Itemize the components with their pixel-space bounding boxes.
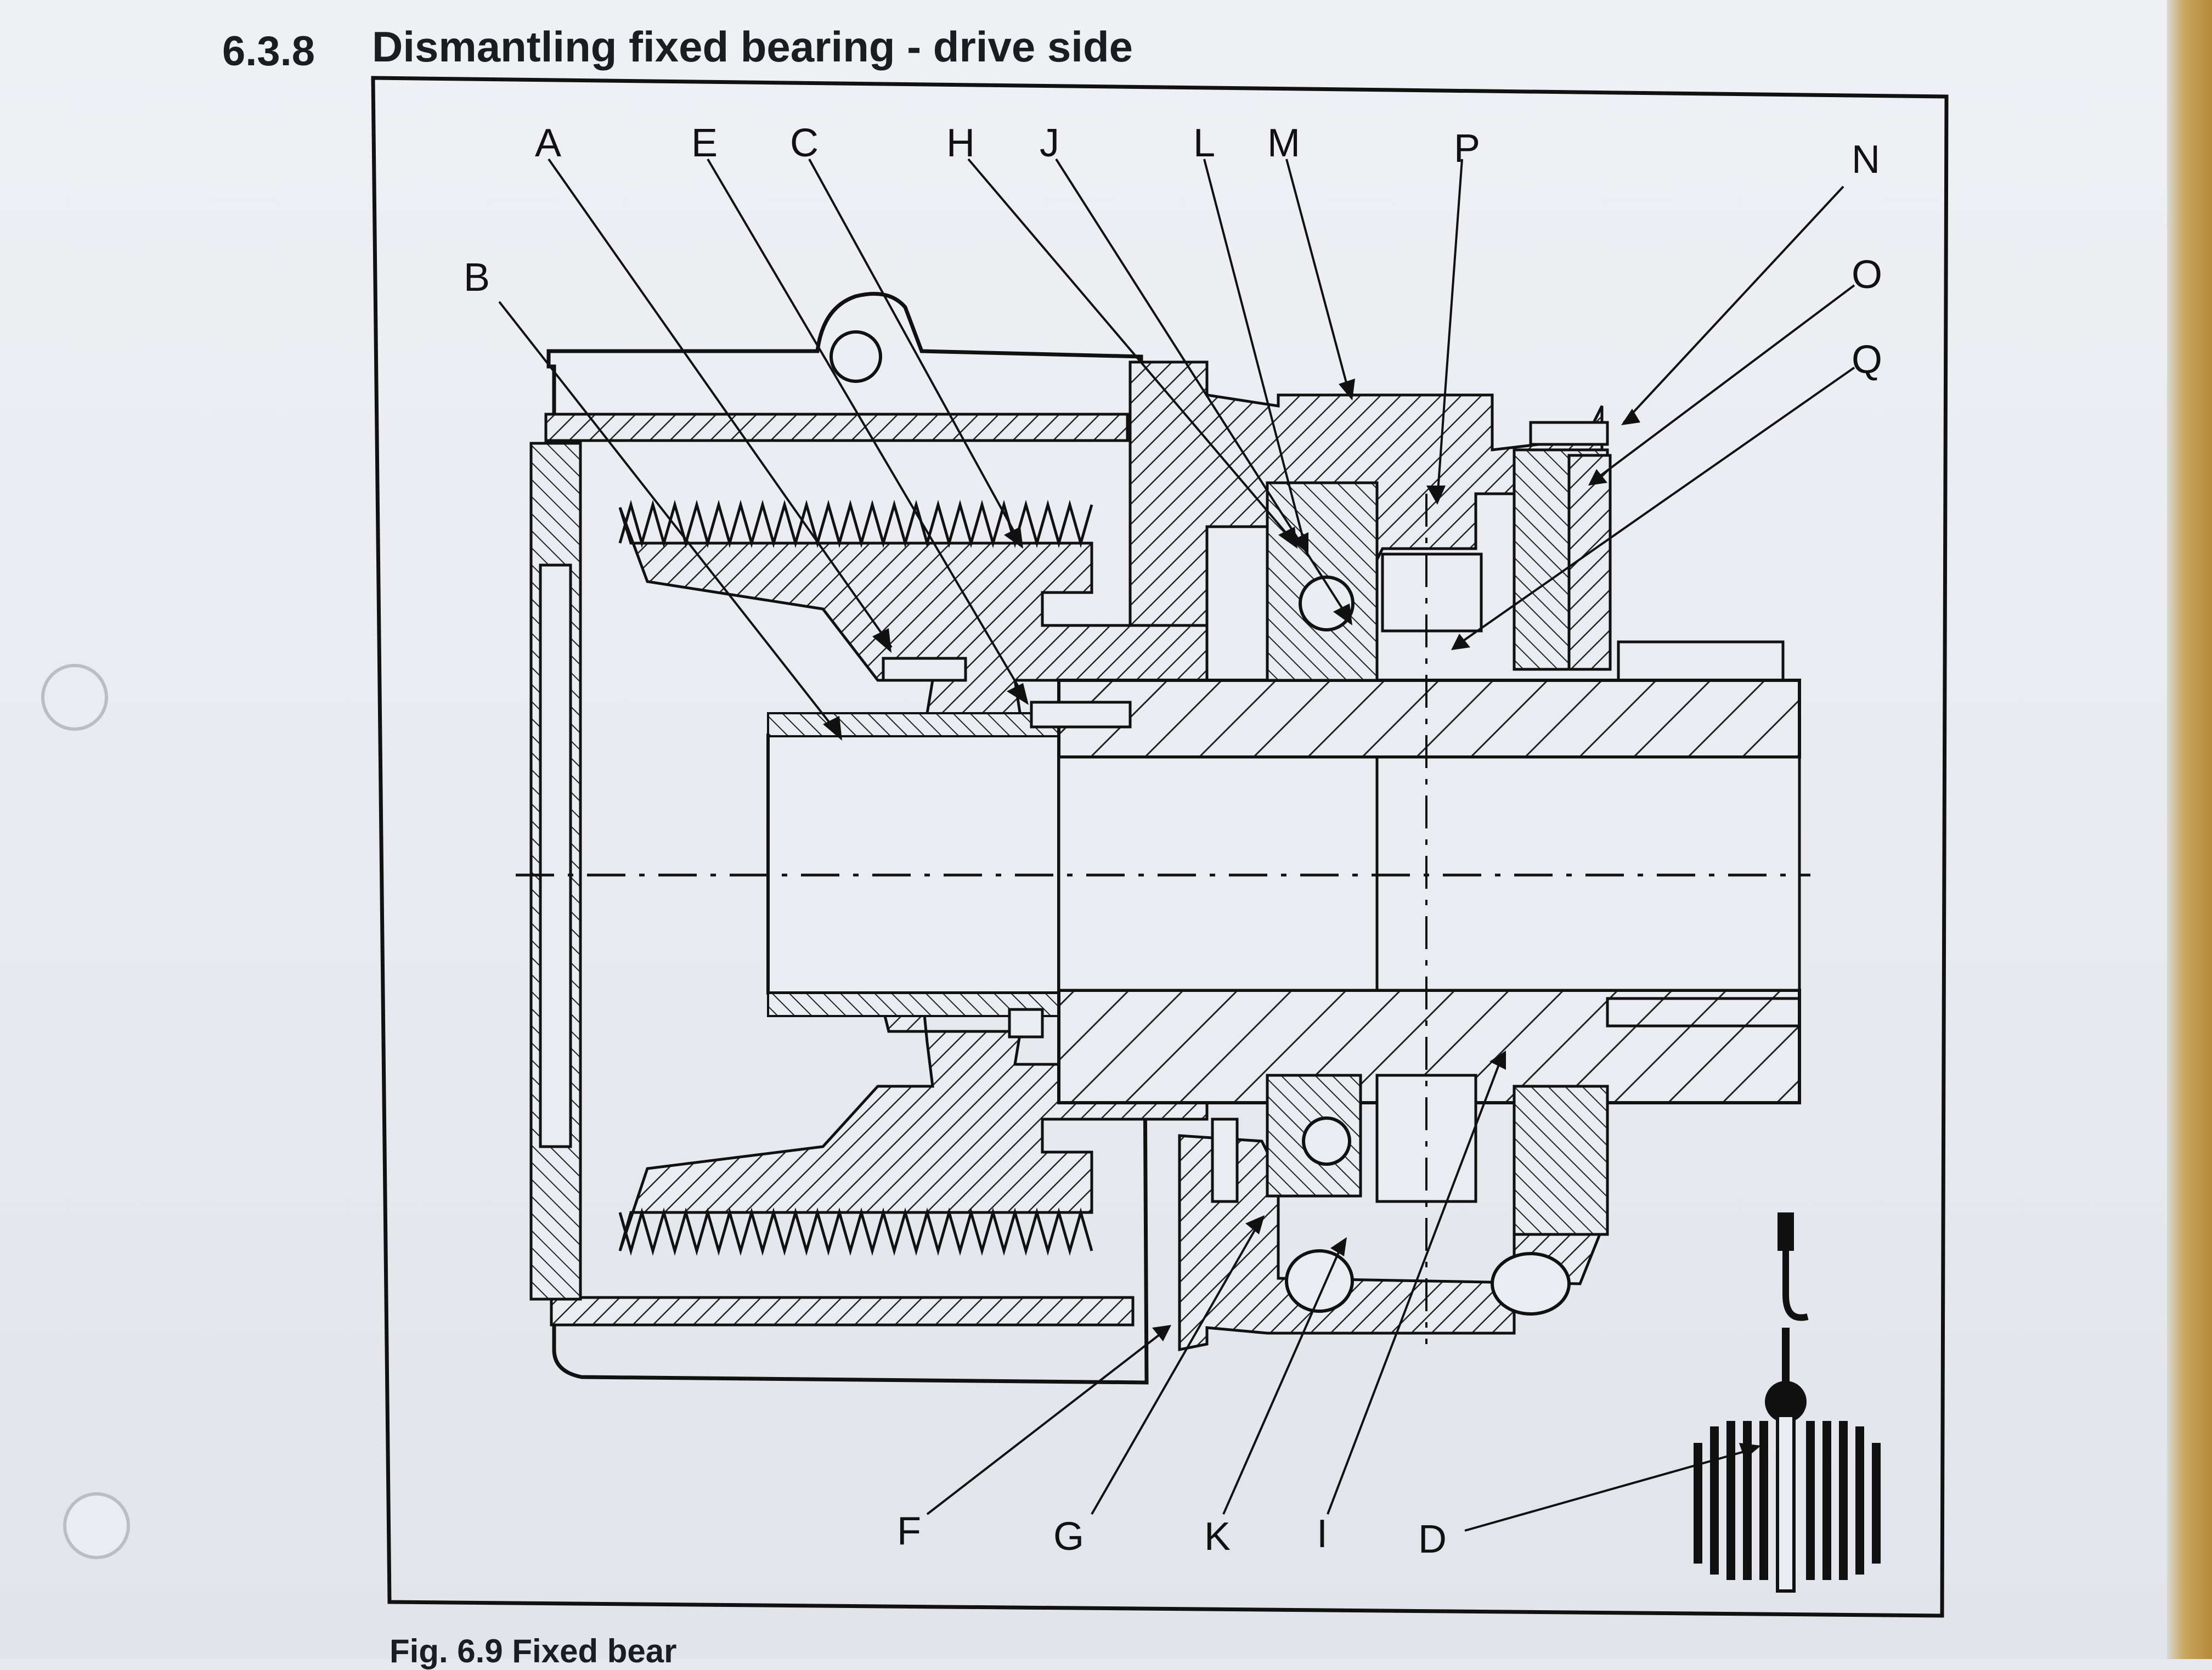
- label-d: D: [1418, 1517, 1447, 1561]
- page-edge: [2167, 0, 2212, 1659]
- lifting-eye: [830, 330, 882, 383]
- label-m: M: [1267, 121, 1300, 165]
- hub-flange-bottom: [767, 992, 1098, 1017]
- bolt-a: [1030, 701, 1132, 729]
- rod-right-top: [1617, 640, 1785, 682]
- punch-hole-bottom: [63, 1492, 130, 1559]
- lifting-hole-left: [1285, 1249, 1354, 1313]
- section-title: Dismantling fixed bearing - drive side: [372, 22, 1133, 71]
- housing-tube-bottom: [550, 1296, 1135, 1327]
- arrowheads: [823, 379, 1761, 1459]
- label-q: Q: [1852, 338, 1882, 382]
- ball-bottom: [1302, 1116, 1351, 1166]
- label-j: J: [1040, 121, 1059, 165]
- figure-caption: Fig. 6.9 Fixed bear: [390, 1633, 677, 1669]
- lifting-hole-right: [1491, 1252, 1571, 1316]
- spacer-top: [1381, 552, 1483, 633]
- section-number: 6.3.8: [222, 28, 315, 75]
- shaft-top: [1057, 679, 1801, 759]
- label-k: K: [1204, 1515, 1231, 1559]
- hub-sleeve: [766, 734, 1060, 995]
- label-f: F: [897, 1509, 921, 1553]
- label-a: A: [535, 121, 561, 165]
- label-o: O: [1852, 253, 1882, 297]
- label-h: H: [946, 121, 975, 165]
- end-plate-window: [539, 563, 572, 1148]
- label-b: B: [464, 256, 490, 300]
- label-c: C: [790, 121, 819, 165]
- label-g: G: [1053, 1515, 1084, 1559]
- housing-outline: [546, 292, 1149, 1385]
- label-p: P: [1454, 127, 1480, 171]
- rod-right-bottom: [1606, 997, 1801, 1028]
- label-e: E: [691, 121, 718, 165]
- housing-tube-top: [544, 413, 1129, 442]
- bolt-lower-pin: [1211, 1118, 1239, 1203]
- punch-hole-top: [41, 664, 108, 731]
- figure-frame: [371, 76, 1949, 1618]
- lifting-tool: [1694, 1212, 1881, 1593]
- pulley-teeth-bottom: [618, 1207, 1093, 1256]
- label-n: N: [1852, 138, 1880, 182]
- outer-ring-bottom: [1513, 1085, 1609, 1236]
- label-i: I: [1317, 1512, 1328, 1556]
- ball-top: [1299, 576, 1355, 631]
- bolt-right-top: [1529, 421, 1609, 446]
- label-l: L: [1193, 121, 1215, 165]
- callout-labels: A E C H J L M P N O Q B F G K I D: [464, 121, 1882, 1561]
- bolt-left-top: [882, 657, 967, 682]
- bolt-bottom: [1008, 1008, 1044, 1039]
